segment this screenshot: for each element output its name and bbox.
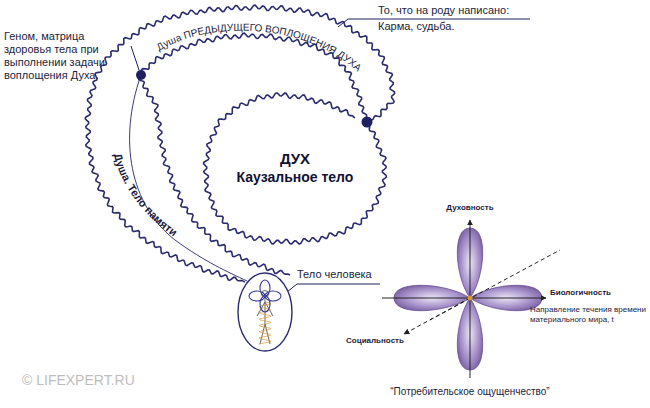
node-label: Тело человека xyxy=(297,268,372,280)
oval-outline xyxy=(237,272,293,352)
chart-caption: “Потребительское ощущенчество” xyxy=(370,386,570,398)
spirit-region: ДУХКаузальное тело xyxy=(232,146,359,191)
petal-chart xyxy=(394,228,542,370)
human-figure xyxy=(257,291,273,345)
callout-note: Геном, матрица здоровья тела при выполне… xyxy=(4,30,128,82)
node-label: Каузальное тело xyxy=(237,169,354,187)
axis-label: Биологичность xyxy=(550,288,645,298)
knot-dot xyxy=(362,117,373,128)
band-label: Душа ПРЕДЫДУЩЕГО ВОПЛОЩЕНИЯ ДУХА xyxy=(155,22,364,74)
axis-label: Социальность xyxy=(340,336,410,346)
leader-line xyxy=(287,284,380,292)
callout-note: То, что на роду написано: Карма, судьба. xyxy=(378,2,538,34)
axis xyxy=(382,298,546,299)
connection-line xyxy=(130,75,247,281)
axis-label: Направление течения времени материальног… xyxy=(530,305,646,324)
watermark: © LIFEXPERT.RU xyxy=(22,372,182,389)
knot-dot xyxy=(136,70,146,80)
spiral-outline xyxy=(85,5,394,282)
axis-label: Духовность xyxy=(420,203,520,213)
loop-symbol xyxy=(249,280,281,312)
spiral-line xyxy=(85,5,394,282)
leader-line xyxy=(131,46,139,70)
chart-center xyxy=(468,296,473,301)
human-oval: Тело человека xyxy=(237,272,293,352)
band-label: Душа. Тело памяти xyxy=(112,152,180,239)
spiral-line xyxy=(204,93,387,244)
node-heading: ДУХ xyxy=(280,150,310,169)
